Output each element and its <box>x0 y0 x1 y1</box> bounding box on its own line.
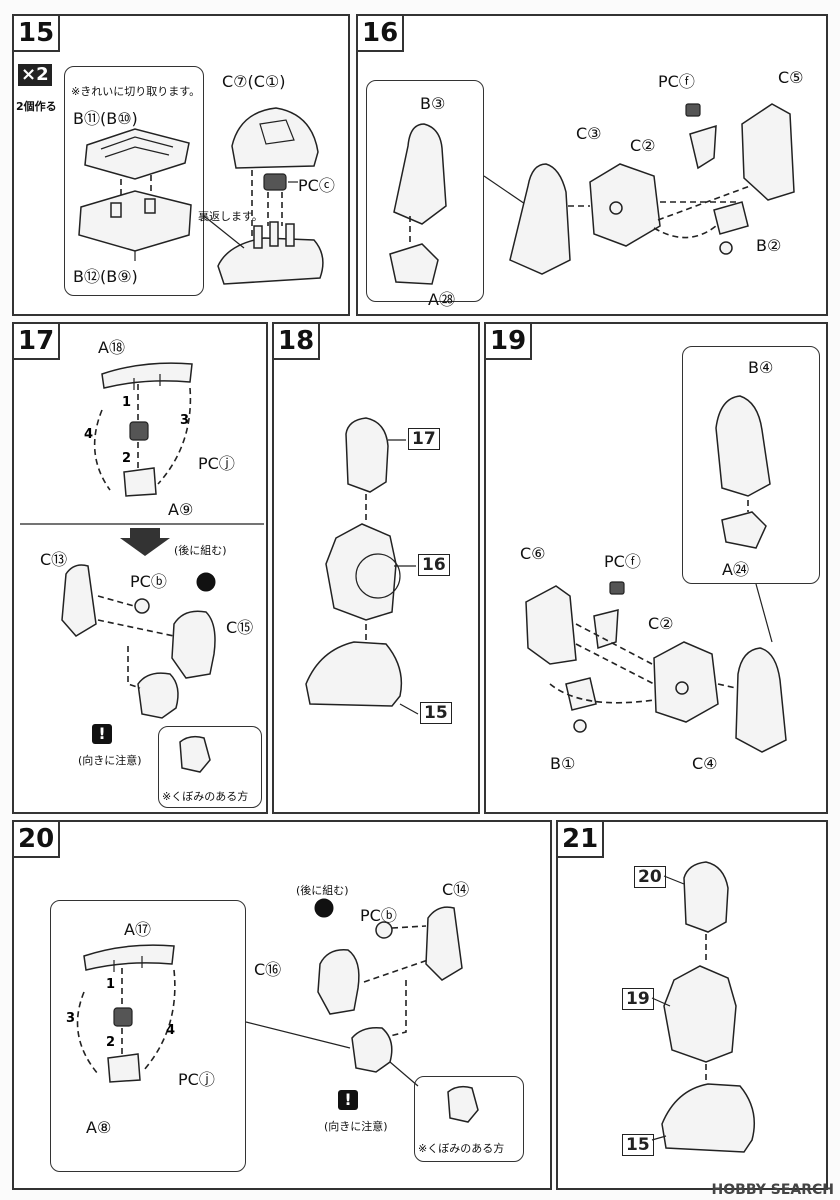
step-num-4: 4 <box>84 427 93 442</box>
part-label-a9: A⑨ <box>168 500 194 519</box>
step-num-3: 3 <box>180 413 189 428</box>
part-label-pcb: PCⓑ <box>130 572 167 591</box>
ref-step-16: 16 <box>418 554 450 576</box>
part-label-c13: C⑬ <box>40 550 68 569</box>
part-label-b4: B④ <box>748 358 774 377</box>
part-label-c14: C⑭ <box>442 880 470 899</box>
part-label-pcc: PCⓒ <box>298 176 335 195</box>
part-label-b1: B① <box>550 754 576 773</box>
part-label-c2: C② <box>630 136 656 155</box>
footer-watermark: HOBBY SEARCH <box>711 1182 834 1198</box>
part-label-c4: C④ <box>692 754 718 773</box>
cut-tip: ※きれいに切り取ります。 <box>71 85 201 98</box>
part-label-a8: A⑧ <box>86 1118 112 1137</box>
part-label-pcj: PCⓙ <box>178 1070 215 1089</box>
orient-note: (向きに注意) <box>78 754 142 767</box>
step-15-inset: ※きれいに切り取ります。 B⑪(B⑩) B⑫(B⑨) <box>64 66 204 296</box>
flip-tip: 裏返します。 <box>198 210 263 223</box>
part-label-a18: A⑱ <box>98 338 125 357</box>
part-label-c16: C⑯ <box>254 960 282 979</box>
part-label-b12: B⑫(B⑨) <box>73 267 138 286</box>
part-c7-drawing <box>203 107 324 285</box>
ref-step-20: 20 <box>634 866 666 888</box>
hollow-note: ※くぼみのある方 <box>162 790 249 803</box>
part-label-a28: A㉘ <box>428 290 455 309</box>
multiplier-note: 2個作る <box>16 100 57 113</box>
part-label-a24: A㉔ <box>722 560 749 579</box>
part-label-c6: C⑥ <box>520 544 546 563</box>
part-label-c2: C② <box>648 614 674 633</box>
ref-step-15: 15 <box>622 1134 654 1156</box>
part-label-a17: A⑰ <box>124 920 151 939</box>
step-num-4: 4 <box>166 1023 175 1038</box>
step-21-drawing <box>651 861 755 1153</box>
part-label-pcb: PCⓑ <box>360 906 397 925</box>
ref-step-17: 17 <box>408 428 440 450</box>
hollow-note: ※くぼみのある方 <box>418 1142 505 1155</box>
step-18-panel: 18 17 16 15 <box>272 322 480 814</box>
orient-note: (向きに注意) <box>324 1120 388 1133</box>
part-label-c5: C⑤ <box>778 68 804 87</box>
step-number: 15 <box>14 16 61 52</box>
ref-step-15: 15 <box>420 702 452 724</box>
step-number: 17 <box>14 324 61 360</box>
step-15-panel: 15 ×2 2個作る ※きれいに切り取ります。 B⑪(B⑩) B⑫(B⑨) C⑦… <box>12 14 350 316</box>
part-label-pcf: PCⓕ <box>658 72 695 91</box>
caution-icon: ! <box>338 1090 358 1110</box>
step-num-2: 2 <box>122 451 131 466</box>
caution-icon: ! <box>92 724 112 744</box>
step-num-1: 1 <box>106 977 115 992</box>
step-num-2: 2 <box>106 1035 115 1050</box>
part-label-b3: B③ <box>420 94 446 113</box>
part-label-c15: C⑮ <box>226 618 254 637</box>
step-20-drawing: 1 2 3 4 <box>66 898 479 1123</box>
step-16-drawing <box>389 103 795 285</box>
step-num-1: 1 <box>122 395 131 410</box>
step-21-panel: 21 20 19 15 <box>556 820 828 1190</box>
later-note: (後に組む) <box>174 544 227 557</box>
step-19-drawing <box>525 395 787 753</box>
part-label-c3: C③ <box>576 124 602 143</box>
step-18-drawing <box>305 417 419 715</box>
step-17-inset <box>158 726 262 808</box>
step-num-3: 3 <box>66 1011 75 1026</box>
step-number: 16 <box>358 16 405 52</box>
later-note: (後に組む) <box>296 884 349 897</box>
part-label-c7: C⑦(C①) <box>222 72 286 91</box>
part-label-pcf: PCⓕ <box>604 552 641 571</box>
multiplier-badge: ×2 <box>18 64 52 86</box>
step-16-panel: 16 B③ A㉘ C③ PCⓕ C② C⑤ B② <box>356 14 828 316</box>
part-label-pcj: PCⓙ <box>198 454 235 473</box>
step-19-panel: 19 B④ A㉔ C⑥ PCⓕ C② B① C④ <box>484 322 828 814</box>
step-number: 18 <box>274 324 321 360</box>
part-label-b11: B⑪(B⑩) <box>73 109 138 128</box>
step-17-panel: 17 A⑱ PCⓙ A⑨ C⑬ PCⓑ C⑮ (後に組む) ! (向きに注意) … <box>12 322 268 814</box>
part-b11-drawing <box>78 128 192 261</box>
step-number: 19 <box>486 324 533 360</box>
step-number: 21 <box>558 822 605 858</box>
part-label-b2: B② <box>756 236 782 255</box>
step-number: 20 <box>14 822 61 858</box>
ref-step-19: 19 <box>622 988 654 1010</box>
step-17-drawing: 1 2 3 4 <box>20 362 264 773</box>
step-20-panel: 20 A⑰ PCⓙ A⑧ C⑭ PCⓑ C⑯ (後に組む) ! (向きに注意) … <box>12 820 552 1190</box>
